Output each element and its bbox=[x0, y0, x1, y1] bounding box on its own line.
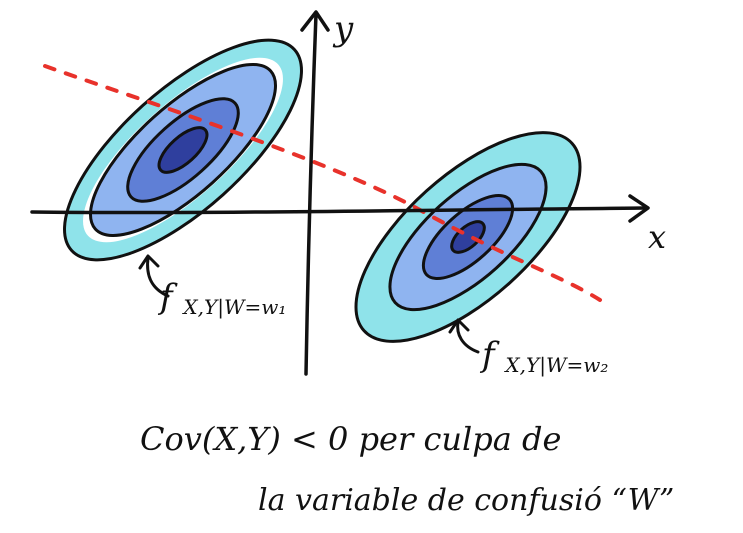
cluster-w1-label-f: f bbox=[157, 277, 178, 317]
x-axis bbox=[30, 206, 647, 215]
cluster-w2-core bbox=[450, 220, 486, 254]
cluster-w2-label-f: f bbox=[479, 335, 500, 375]
cluster-w1-label-subscript: X,Y|W=w₁ bbox=[181, 295, 286, 320]
cluster-w1-label-arrowhead bbox=[138, 254, 160, 270]
y-axis-label: y bbox=[332, 9, 354, 49]
cluster-w2-label-arrowhead bbox=[448, 318, 470, 334]
cluster-w2-label-arrow bbox=[456, 320, 480, 354]
trend-line bbox=[43, 64, 602, 302]
y-axis-arrowhead bbox=[300, 10, 330, 32]
caption-line-1: Cov(X,Y) < 0 per culpa de bbox=[140, 420, 561, 458]
y-axis bbox=[304, 12, 318, 376]
cluster-w2-label: f X,Y|W=w₂ bbox=[479, 335, 608, 378]
x-axis-arrowhead bbox=[628, 194, 650, 223]
cluster-w1 bbox=[63, 38, 303, 262]
cluster-w1-core bbox=[157, 126, 209, 174]
x-axis-label: x bbox=[648, 218, 666, 256]
cluster-w2-label-subscript: X,Y|W=w₂ bbox=[503, 353, 608, 378]
cluster-w1-label: f X,Y|W=w₁ bbox=[157, 277, 286, 320]
caption-line-2: la variable de confusió “W” bbox=[258, 483, 674, 518]
cluster-w2 bbox=[354, 131, 582, 343]
cluster-w1-label-arrow bbox=[146, 256, 170, 298]
